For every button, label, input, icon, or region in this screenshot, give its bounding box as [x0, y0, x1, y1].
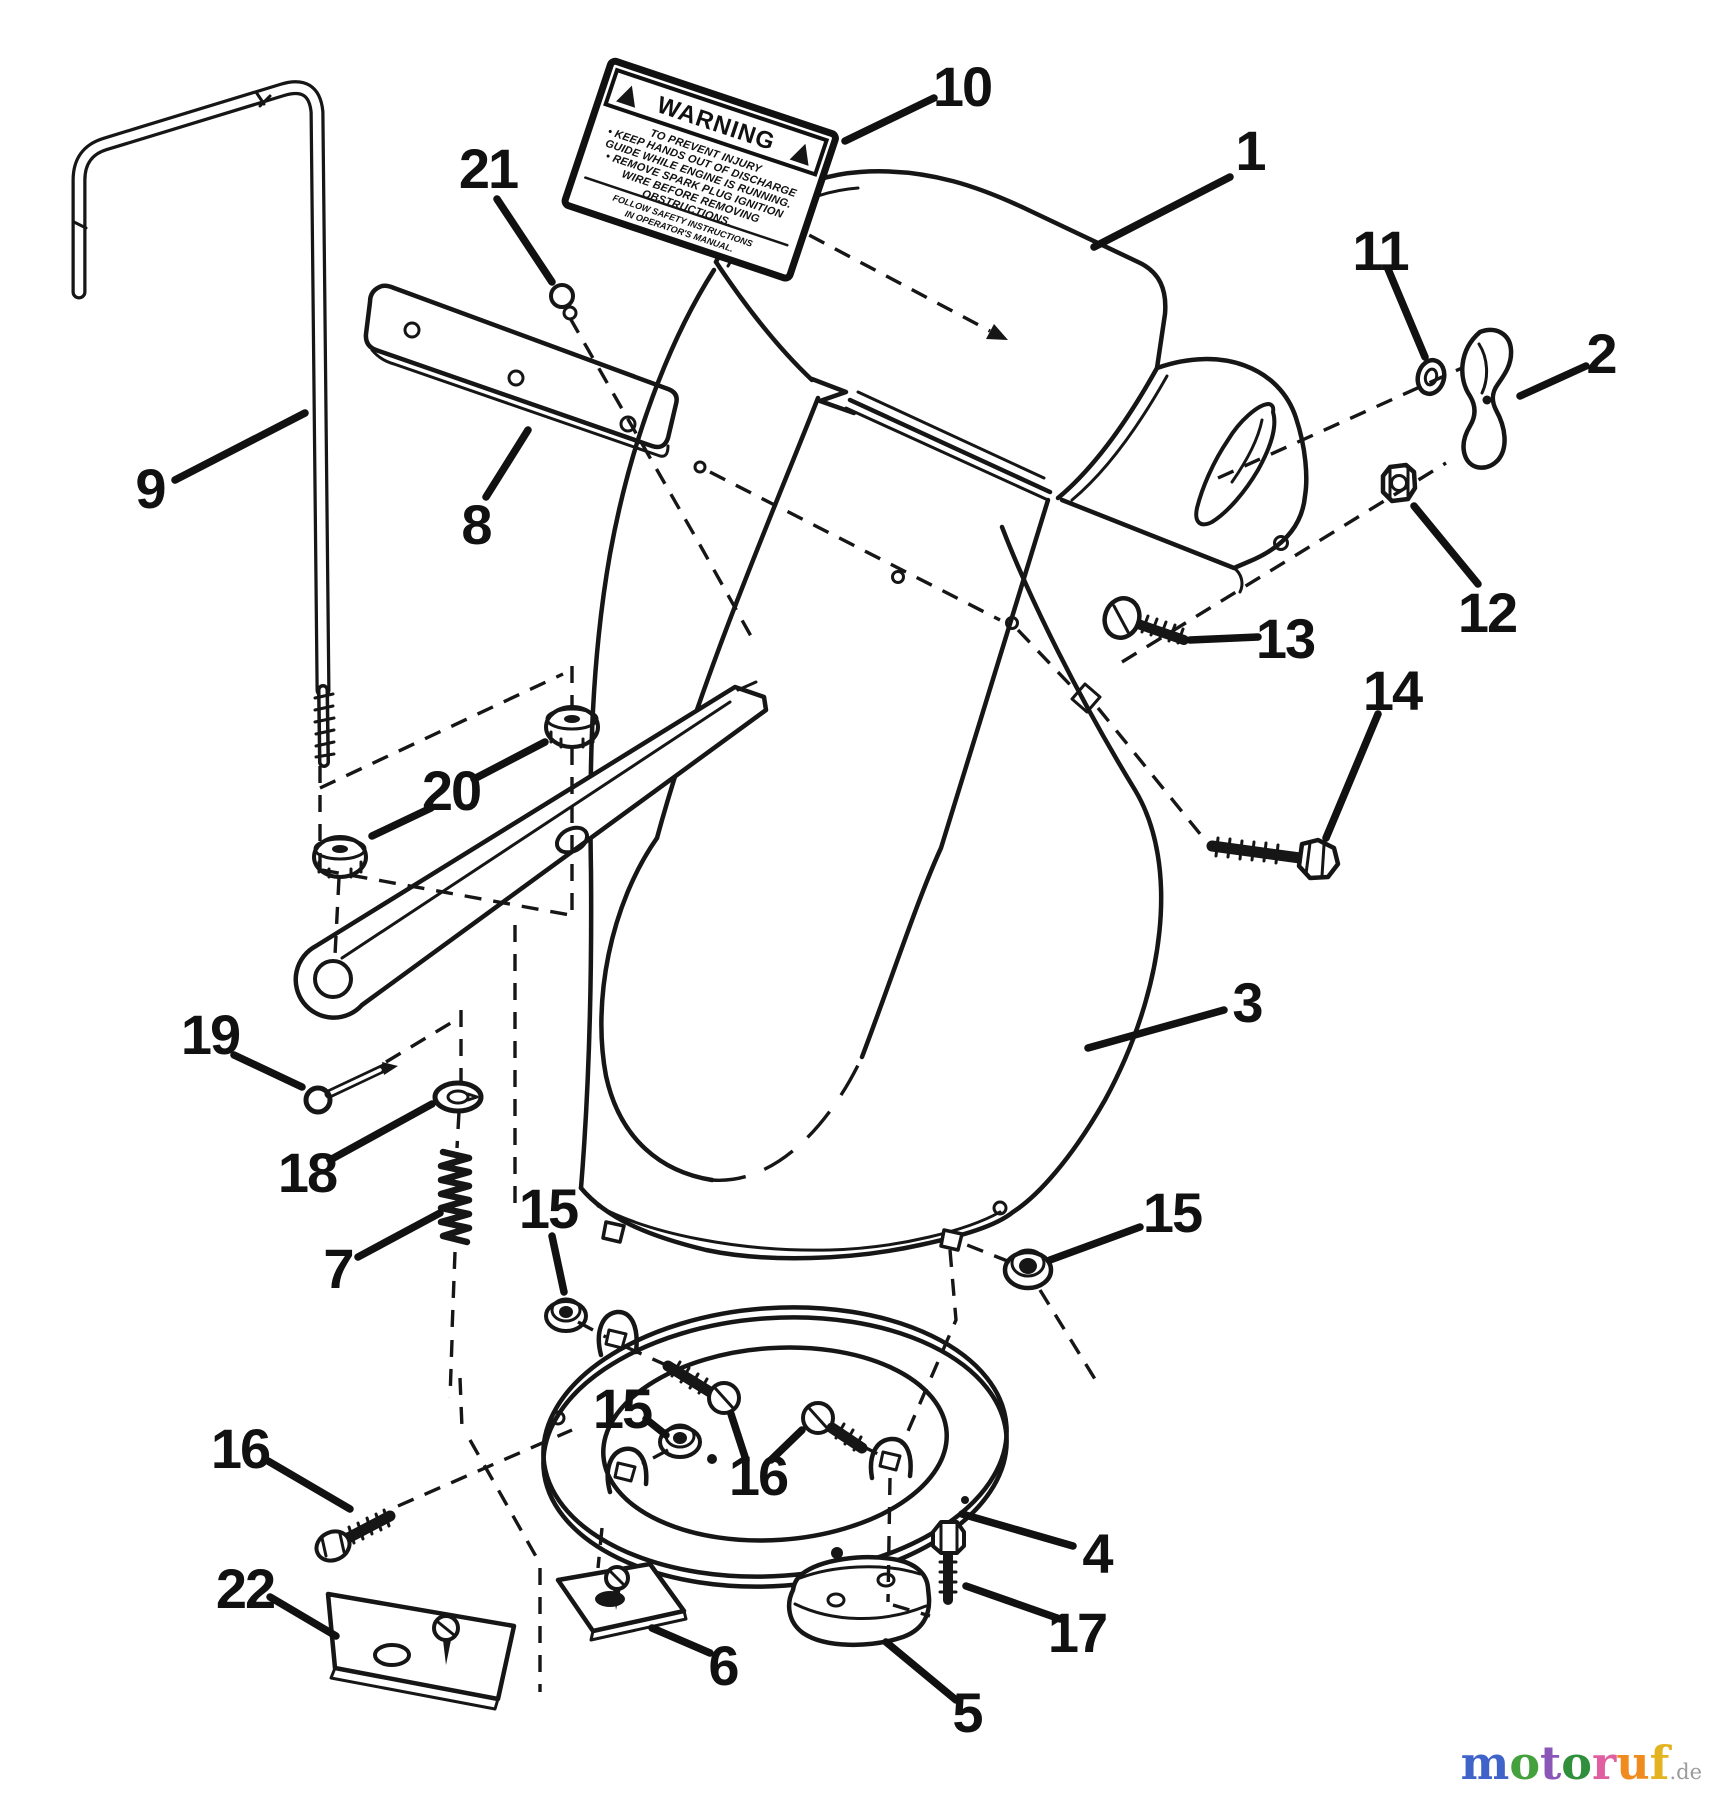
callout-16-17: 16	[211, 1417, 354, 1513]
callout-8-7: 8	[461, 426, 532, 556]
callout-number-1: 1	[1235, 119, 1265, 182]
ring-tab-1	[596, 1309, 639, 1358]
callout-number-13: 13	[1256, 607, 1315, 670]
hex-bolt-14	[1206, 836, 1341, 881]
callout-number-9: 9	[135, 457, 165, 520]
callout-number-15: 15	[593, 1377, 652, 1440]
watermark-letter: t	[1540, 1736, 1562, 1790]
callout-22-24: 22	[216, 1557, 340, 1640]
hex-bolt-vertical	[931, 1520, 966, 1605]
assembly-dash-lines	[318, 206, 1463, 1692]
watermark-letter: m	[1460, 1736, 1510, 1790]
compression-spring	[437, 1148, 473, 1246]
pan-head-screw	[1102, 596, 1189, 645]
retainer-pin	[549, 283, 578, 321]
warning-triangle-icon	[789, 143, 809, 166]
callout-number-5: 5	[952, 1681, 982, 1744]
callout-15-15: 15	[593, 1377, 670, 1440]
callout-1-0: 1	[1090, 119, 1267, 251]
watermark-letter: r	[1591, 1736, 1617, 1790]
callout-number-7: 7	[323, 1237, 352, 1300]
callout-13-12: 13	[1186, 607, 1317, 670]
stop-block	[786, 1555, 932, 1648]
lower-chute-body	[578, 267, 1164, 1261]
warning-triangle-icon	[616, 85, 636, 108]
chute-square-hole	[1070, 682, 1102, 714]
shear-plate	[325, 1591, 517, 1711]
callout-number-10: 10	[933, 55, 991, 118]
flange-nut-left	[544, 1297, 588, 1333]
watermark-letter: u	[1616, 1736, 1650, 1790]
latch-plate	[555, 1561, 688, 1642]
callout-number-8: 8	[461, 493, 491, 556]
callout-11-10: 11	[1352, 219, 1429, 361]
callout-number-16: 16	[729, 1444, 788, 1507]
warning-label: WARNING TO PREVENT INJURY• KEEP HANDS OU…	[561, 57, 839, 282]
watermark-letter: f	[1649, 1736, 1670, 1790]
callout-number-16: 16	[211, 1417, 270, 1480]
arm-grommet-lower	[312, 835, 368, 879]
callout-5-4: 5	[882, 1638, 984, 1744]
wing-lever-knob	[1460, 327, 1514, 470]
callout-10-9: 10	[841, 55, 993, 145]
callout-number-4: 4	[1082, 1522, 1113, 1585]
cotter-pin	[303, 1062, 398, 1115]
callout-12-11: 12	[1410, 502, 1518, 644]
callout-number-11: 11	[1352, 219, 1408, 282]
callout-16-18: 16	[727, 1410, 806, 1507]
callout-number-15: 15	[519, 1177, 578, 1240]
callout-21-23: 21	[459, 137, 556, 286]
callout-number-14: 14	[1363, 659, 1423, 722]
hex-nut	[1380, 462, 1418, 504]
watermark-letter: o	[1509, 1736, 1541, 1790]
deflector-plate	[363, 283, 679, 458]
callout-9-8: 9	[135, 409, 309, 520]
callout-number-12: 12	[1458, 581, 1516, 644]
callout-3-2: 3	[1084, 971, 1264, 1052]
watermark-motoruf[interactable]: motoruf.de	[1461, 1740, 1702, 1786]
callout-14-13: 14	[1322, 659, 1425, 842]
watermark-letter: o	[1561, 1736, 1592, 1790]
flange-nut-middle	[658, 1423, 702, 1459]
callout-number-3: 3	[1232, 971, 1262, 1034]
label-position-arrow	[986, 324, 1008, 340]
mounting-ring	[541, 1305, 1009, 1589]
rod-threads	[313, 692, 336, 759]
flat-washer	[432, 1080, 484, 1114]
callout-number-2: 2	[1586, 322, 1615, 385]
hex-bolt-left	[314, 1508, 396, 1563]
callout-number-18: 18	[278, 1141, 337, 1204]
callout-17-19: 17	[962, 1582, 1108, 1664]
callout-number-20: 20	[422, 759, 480, 822]
callout-18-20: 18	[278, 1100, 436, 1204]
callout-number-15: 15	[1143, 1181, 1202, 1244]
callout-number-22: 22	[216, 1557, 274, 1620]
ring-tab-2	[605, 1446, 649, 1495]
callout-15-16: 15	[1046, 1181, 1204, 1264]
chute-tab-left	[601, 1220, 626, 1244]
watermark-suffix: .de	[1669, 1760, 1702, 1784]
callout-number-17: 17	[1048, 1601, 1106, 1664]
ring-screw-a	[662, 1360, 741, 1415]
callout-20-22: 20	[368, 738, 549, 840]
callout-number-19: 19	[181, 1003, 240, 1066]
chute-tab-right	[939, 1228, 964, 1252]
callout-number-6: 6	[708, 1634, 738, 1697]
callout-7-6: 7	[323, 1209, 444, 1300]
callout-number-21: 21	[459, 137, 518, 200]
callout-2-1: 2	[1516, 322, 1618, 400]
callout-6-5: 6	[648, 1624, 740, 1697]
flange-nut-right	[1002, 1248, 1054, 1291]
ring-tab-3	[868, 1436, 913, 1481]
callout-15-14: 15	[519, 1177, 580, 1296]
callout-4-3: 4	[958, 1510, 1115, 1585]
cover-guide-slot	[1194, 402, 1277, 527]
handle-rod	[71, 80, 336, 768]
pivot-arm	[293, 680, 769, 1020]
callout-19-21: 19	[181, 1003, 306, 1091]
arm-grommet-upper	[544, 705, 600, 749]
ring-screw-b	[801, 1401, 868, 1454]
